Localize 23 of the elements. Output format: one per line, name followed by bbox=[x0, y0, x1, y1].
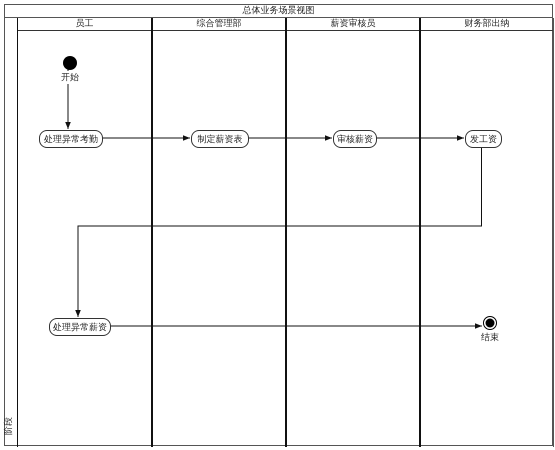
arrow bbox=[65, 68, 71, 130]
lane-title: 综合管理部 bbox=[196, 18, 242, 30]
arrow bbox=[246, 135, 332, 141]
swimlane bbox=[17, 18, 152, 447]
activity-box: 处理异常薪资 bbox=[49, 318, 111, 336]
arrow bbox=[374, 135, 464, 141]
node-caption: 开始 bbox=[61, 71, 79, 84]
swimlane bbox=[420, 18, 554, 447]
activity-box: 处理异常考勤 bbox=[39, 130, 103, 148]
activity-box: 制定薪资表 bbox=[191, 130, 249, 148]
arrow bbox=[108, 323, 482, 329]
node-caption: 结束 bbox=[481, 331, 499, 344]
pool-title: 总体业务场景视图 bbox=[242, 5, 316, 17]
lane-title: 财务部出纳 bbox=[464, 18, 510, 30]
swimlane bbox=[286, 18, 420, 447]
lane-title: 员工 bbox=[74, 18, 94, 30]
phase-label: 阶段 bbox=[2, 417, 15, 435]
lane-title: 薪资审核员 bbox=[330, 18, 376, 30]
activity-box: 审核薪资 bbox=[333, 130, 377, 148]
arrow bbox=[75, 146, 482, 318]
swimlane bbox=[152, 18, 286, 447]
activity-box: 发工资 bbox=[465, 130, 502, 148]
arrow bbox=[100, 135, 190, 141]
